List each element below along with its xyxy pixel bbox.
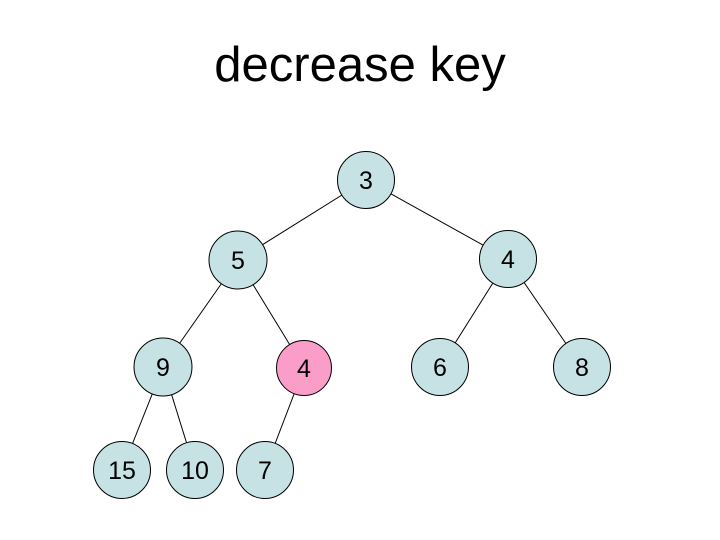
tree-node-circle — [479, 230, 537, 288]
tree-node-label: 5 — [231, 247, 245, 275]
tree-node-circle — [208, 230, 268, 290]
tree-node: 5 — [208, 230, 268, 290]
tree-node-label: 4 — [501, 246, 515, 274]
tree-node-circle — [276, 340, 332, 396]
tree-node: 7 — [236, 441, 294, 499]
tree-node-label: 15 — [108, 457, 136, 485]
tree-node-label: 10 — [181, 457, 209, 485]
tree-node: 3 — [337, 151, 395, 209]
tree-node: 10 — [166, 441, 224, 499]
tree-node-circle — [133, 337, 193, 397]
tree-node: 15 — [93, 441, 151, 499]
tree-node-circle — [553, 338, 611, 396]
tree-node-label: 8 — [575, 354, 589, 382]
slide-title: decrease key — [214, 38, 506, 92]
tree-node-circle — [337, 151, 395, 209]
tree-node-circle — [236, 441, 294, 499]
tree-node-label: 9 — [156, 354, 170, 382]
tree-node-label: 3 — [359, 167, 373, 195]
tree-node-label: 7 — [258, 457, 272, 485]
tree-node-label: 6 — [433, 354, 447, 382]
tree-node-highlighted: 4 — [276, 340, 332, 396]
tree-node: 4 — [479, 230, 537, 288]
tree-node: 8 — [553, 338, 611, 396]
tree-node-circle — [166, 441, 224, 499]
tree-node: 6 — [411, 338, 469, 396]
tree-node: 9 — [133, 337, 193, 397]
tree-node-circle — [93, 441, 151, 499]
tree-node-label: 4 — [297, 355, 311, 383]
tree-node-circle — [411, 338, 469, 396]
